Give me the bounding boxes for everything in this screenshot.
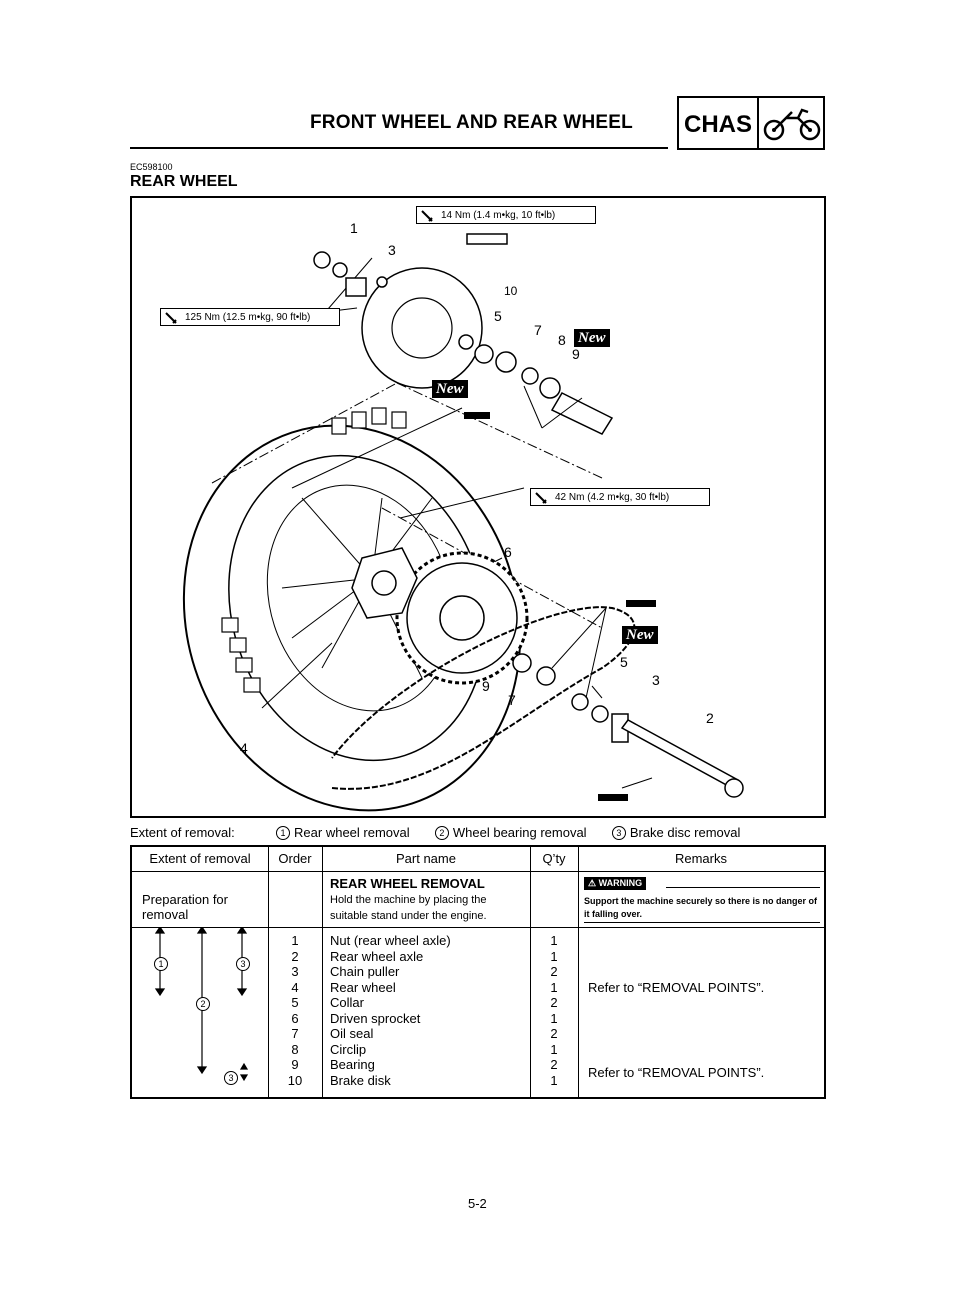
qty-cell: 1 [550, 979, 558, 995]
extent-mark: 1 [154, 957, 168, 971]
extent-item: Rear wheel removal [294, 825, 410, 840]
torque-spec-3: 42 Nm (4.2 m•kg, 30 ft•lb) [530, 488, 710, 506]
qty-column: 1 1 2 1 2 1 2 1 2 1 [530, 933, 578, 1088]
chapter-badge-label: CHAS [684, 111, 753, 138]
prep-extent: Preparation for removal [142, 892, 228, 922]
part-label: 7 [534, 322, 542, 338]
page-title: FRONT WHEEL AND REAR WHEEL [310, 112, 633, 133]
extent-number: 1 [276, 826, 291, 840]
remark-cell: Refer to “REMOVAL POINTS”. [588, 980, 765, 995]
part-label: 3 [652, 672, 660, 688]
torque-spec-2: 125 Nm (12.5 m•kg, 90 ft•lb) [160, 308, 340, 326]
col-header: Extent of removal [149, 851, 251, 866]
extent-arrows [154, 927, 249, 1082]
extent-legend-label: Extent of removal: [130, 825, 235, 840]
motorcycle-icon [763, 108, 821, 141]
col-header: Q’ty [542, 851, 566, 866]
qty-cell: 1 [550, 1010, 558, 1026]
part-label: 9 [482, 678, 490, 694]
prep-note: Hold the machine by placing the suitable… [330, 894, 487, 922]
order-cell: 9 [291, 1057, 299, 1072]
torque-value-3: 42 Nm (4.2 m•kg, 30 ft•lb) [555, 492, 670, 503]
chapter-badge [677, 96, 825, 150]
qty-cell: 1 [550, 933, 558, 948]
warning-badge: ⚠ WARNING [584, 877, 647, 890]
exploded-diagram: 14 Nm (1.4 m•kg, 10 ft•lb) 125 Nm (12.5 … [130, 196, 826, 818]
extent-mark: 3 [224, 1071, 238, 1085]
qty-cell: 2 [550, 995, 558, 1010]
part-label: 2 [706, 710, 714, 726]
qty-cell: 2 [550, 964, 558, 979]
qty-cell: 2 [550, 1026, 558, 1041]
order-column: 1 2 3 4 5 6 7 8 9 10 [268, 933, 322, 1088]
order-cell: 6 [291, 1010, 299, 1026]
col-header: Part name [396, 851, 456, 866]
torque-spec-1: 14 Nm (1.4 m•kg, 10 ft•lb) [416, 206, 596, 224]
title-rule [130, 147, 668, 149]
parts-table: Extent of removal Order Part name Q’ty R… [130, 845, 826, 1099]
order-cell: 5 [291, 995, 299, 1010]
extent-item: Brake disc removal [629, 825, 741, 840]
part-label: 8 [558, 332, 566, 348]
qty-cell: 2 [550, 1057, 558, 1072]
extent-mark: 2 [196, 997, 210, 1011]
part-cell: Bearing [330, 1057, 375, 1072]
remark-cell: Refer to “REMOVAL POINTS”. [588, 1065, 765, 1080]
order-cell: 3 [291, 964, 299, 979]
part-column: Nut (rear wheel axle) Rear wheel axle Ch… [330, 933, 526, 1088]
part-cell: Circlip [330, 1041, 367, 1057]
page-number: 5-2 [468, 1196, 487, 1211]
warning-label: WARNING [598, 878, 643, 888]
part-cell: Driven sprocket [330, 1010, 421, 1026]
part-cell: Oil seal [330, 1026, 374, 1041]
part-label: 10 [504, 284, 518, 298]
order-cell: 7 [291, 1026, 299, 1041]
part-cell: Chain puller [330, 964, 400, 979]
part-label: 5 [620, 654, 628, 670]
torque-value-1: 14 Nm (1.4 m•kg, 10 ft•lb) [441, 210, 556, 221]
qty-cell: 1 [550, 1072, 558, 1088]
section-title: REAR WHEEL [130, 173, 238, 190]
section-code: EC598100 [130, 162, 173, 172]
prep-heading: REAR WHEEL REMOVAL [330, 876, 485, 891]
part-label: 3 [388, 242, 396, 258]
new-part-badge: New [622, 626, 658, 644]
order-cell: 4 [291, 979, 299, 995]
part-label: 6 [504, 544, 512, 560]
part-label: 7 [508, 692, 516, 708]
torque-value-2: 125 Nm (12.5 m•kg, 90 ft•lb) [185, 312, 311, 323]
col-header: Order [278, 851, 312, 866]
part-cell: Rear wheel axle [330, 948, 424, 964]
qty-cell: 1 [550, 948, 558, 964]
col-header: Remarks [674, 851, 727, 866]
part-label: 5 [494, 308, 502, 324]
warning-text: Support the machine securely so there is… [584, 896, 818, 919]
part-cell: Collar [330, 995, 364, 1010]
wrench-icon [165, 312, 177, 324]
extent-item: Wheel bearing removal [452, 825, 587, 840]
part-cell: Brake disk [330, 1072, 391, 1088]
order-cell: 8 [291, 1041, 299, 1057]
order-cell: 2 [291, 948, 299, 964]
extent-number: 3 [611, 826, 626, 840]
part-label: 4 [240, 740, 248, 756]
part-cell: Rear wheel [330, 979, 396, 995]
wrench-icon [535, 492, 547, 504]
part-label: 1 [350, 220, 358, 236]
qty-cell: 1 [550, 1041, 558, 1057]
part-cell: Nut (rear wheel axle) [330, 933, 451, 948]
new-part-badge: New [432, 380, 468, 398]
new-part-badge: New [574, 329, 610, 347]
extent-mark: 3 [236, 957, 250, 971]
order-cell: 10 [287, 1072, 303, 1088]
wrench-icon [421, 210, 433, 222]
part-label: 9 [572, 346, 580, 362]
extent-number: 2 [434, 826, 449, 840]
wheel-diagram-drawing [182, 233, 744, 812]
badge-divider [757, 98, 759, 148]
order-cell: 1 [291, 933, 299, 948]
